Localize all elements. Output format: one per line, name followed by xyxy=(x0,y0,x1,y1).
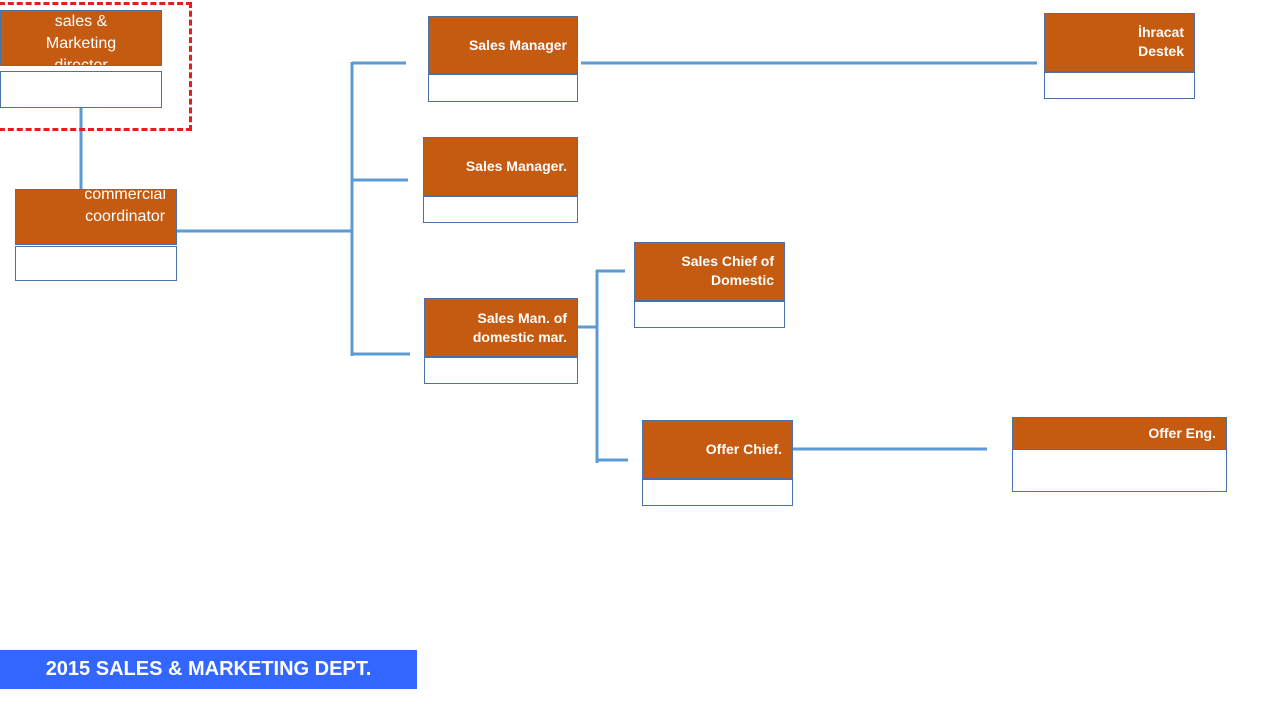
node-sales-manager-domestic[interactable]: Sales Man. of domestic mar. xyxy=(424,298,578,384)
node-title: commercial coordinator xyxy=(84,189,166,225)
node-header: Sales Man. of domestic mar. xyxy=(424,298,578,357)
node-header: commercial coordinator xyxy=(15,189,177,245)
node-header: Sales Manager xyxy=(428,16,578,74)
node-name-field[interactable] xyxy=(1012,449,1227,492)
node-name-field[interactable] xyxy=(423,196,578,223)
node-sales-chief-domestic[interactable]: Sales Chief of Domestic xyxy=(634,242,785,328)
node-sales-marketing-director[interactable]: sales & Marketing director xyxy=(0,10,162,108)
node-name-field[interactable] xyxy=(1044,72,1195,99)
node-title: Offer Eng. xyxy=(1148,425,1216,441)
node-name-field[interactable] xyxy=(642,479,793,506)
node-sales-manager-2[interactable]: Sales Manager. xyxy=(423,137,578,223)
node-ihracat-destek[interactable]: İhracat Destek xyxy=(1044,13,1195,99)
node-title: Offer Chief. xyxy=(705,441,782,457)
node-offer-eng[interactable]: Offer Eng. xyxy=(1012,417,1227,492)
node-commercial-coordinator[interactable]: commercial coordinator xyxy=(15,189,177,281)
node-header: Sales Manager. xyxy=(423,137,578,196)
node-title: Sales Manager. xyxy=(465,158,567,174)
node-title: İhracat Destek xyxy=(1138,24,1184,59)
slide-footer-banner: 2015 SALES & MARKETING DEPT. xyxy=(0,650,417,689)
node-header: sales & Marketing director xyxy=(0,10,162,66)
node-header: Offer Chief. xyxy=(642,420,793,479)
node-name-field[interactable] xyxy=(0,71,162,108)
node-title: Sales Chief of Domestic xyxy=(681,253,774,288)
footer-label: 2015 SALES & MARKETING DEPT. xyxy=(45,658,372,680)
node-name-field[interactable] xyxy=(15,246,177,281)
node-title: sales & Marketing director xyxy=(45,13,117,66)
node-header: İhracat Destek xyxy=(1044,13,1195,72)
selection-frame xyxy=(0,2,192,131)
node-title: Sales Man. of domestic mar. xyxy=(472,309,567,345)
node-header: Sales Chief of Domestic xyxy=(634,242,785,301)
node-title: Sales Manager xyxy=(468,36,567,53)
node-offer-chief[interactable]: Offer Chief. xyxy=(642,420,793,506)
node-name-field[interactable] xyxy=(424,357,578,384)
node-name-field[interactable] xyxy=(634,301,785,328)
node-header: Offer Eng. xyxy=(1012,417,1227,450)
node-sales-manager-1[interactable]: Sales Manager xyxy=(428,16,578,102)
node-name-field[interactable] xyxy=(428,74,578,102)
